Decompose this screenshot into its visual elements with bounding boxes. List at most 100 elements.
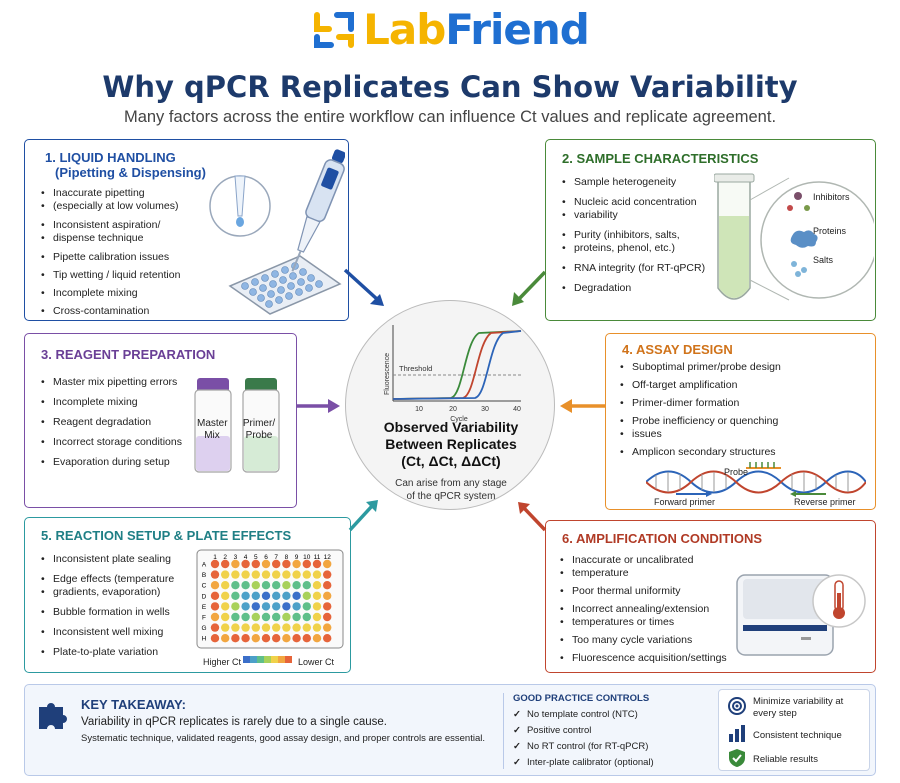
control-label: No template control (NTC) <box>526 709 638 720</box>
list-item: variability <box>562 209 722 222</box>
plate-well <box>302 612 311 622</box>
plate-well <box>282 581 291 590</box>
plate-well <box>282 602 291 611</box>
list-item: Pipette calibration issues <box>41 251 211 264</box>
plate-well <box>210 591 220 600</box>
logo-friend: Friend <box>445 4 590 54</box>
plate-well <box>312 612 322 622</box>
row-label: B <box>202 572 206 579</box>
list-item: Reagent degradation <box>41 416 201 429</box>
plate-well <box>210 634 220 643</box>
callout-proteins: Proteins <box>813 226 847 236</box>
list-item: Evaporation during setup <box>41 456 201 469</box>
plate-well <box>312 559 322 569</box>
plate-well <box>221 591 230 600</box>
check-icon: ✓ <box>513 741 521 752</box>
list-item: Incomplete mixing <box>41 396 201 409</box>
bar-chart-icon <box>729 725 745 742</box>
benefits-box: Minimize variability at every step Consi… <box>718 689 870 771</box>
plate-well <box>231 602 240 611</box>
plate-well <box>282 591 291 600</box>
arise-line-1: Can arise from any stage <box>395 478 507 489</box>
page-subtitle: Many factors across the entire workflow … <box>123 108 777 126</box>
plate-well <box>261 602 271 611</box>
benefit-label: Reliable results <box>753 754 818 765</box>
dna-primer-illustration <box>646 462 866 497</box>
x-tick: 20 <box>449 406 457 413</box>
plate-well <box>282 634 291 643</box>
list-item: Incorrect storage conditions <box>41 436 201 449</box>
plate-well <box>261 634 271 643</box>
y-axis-label: Fluorescence <box>384 353 391 395</box>
plate-well <box>210 581 220 590</box>
list-item: Inconsistent aspiration/ <box>41 219 211 232</box>
shield-check-icon <box>729 749 745 767</box>
plate-well <box>241 559 250 569</box>
plate-well <box>221 623 230 632</box>
target-icon <box>728 697 746 715</box>
plate-well <box>231 634 240 643</box>
list-item: proteins, phenol, etc.) <box>562 242 722 255</box>
list-item: Degradation <box>562 282 722 295</box>
list-item: gradients, evaporation) <box>41 586 191 599</box>
row-label: D <box>202 593 207 600</box>
list-item: Inaccurate or uncalibrated <box>560 554 730 567</box>
check-icon: ✓ <box>513 725 521 736</box>
panel-assay-design: 4. ASSAY DESIGN Suboptimal primer/probe … <box>605 333 876 510</box>
plate-well <box>261 623 271 632</box>
plate-well <box>261 570 271 579</box>
plate-well <box>312 570 322 579</box>
arise-line-2: of the qPCR system <box>406 491 496 502</box>
legend-swatch <box>257 656 264 663</box>
plate-well <box>302 602 311 611</box>
plate-well <box>302 559 311 569</box>
list-item: Cross-contamination <box>41 305 211 318</box>
plate-well <box>302 591 311 600</box>
plate-well <box>241 612 250 622</box>
panel-title: 2. SAMPLE CHARACTERISTICS <box>562 151 759 166</box>
plate-well <box>241 634 250 643</box>
panel-reaction-setup: 5. REACTION SETUP & PLATE EFFECTS Incons… <box>24 517 351 673</box>
plate-well <box>323 570 332 579</box>
control-label: No RT control (for RT-qPCR) <box>526 741 649 752</box>
list-item: RNA integrity (for RT-qPCR) <box>562 262 722 275</box>
column-label: 7 <box>274 554 278 561</box>
plate-well <box>292 634 301 643</box>
plate-well <box>282 612 291 622</box>
list-item: Fluorescence acquisition/settings <box>560 652 730 665</box>
list-item: Too many cycle variations <box>560 634 730 647</box>
list-item: temperature <box>560 567 730 580</box>
plate-well <box>241 570 250 579</box>
plate-well <box>210 570 220 579</box>
list-item: Inaccurate pipetting <box>41 187 211 200</box>
legend-swatch <box>278 656 285 663</box>
column-label: 3 <box>234 554 238 561</box>
control-label: Positive control <box>526 725 592 736</box>
plate-well <box>302 581 311 590</box>
item-list: Inaccurate pipetting (especially at low … <box>41 187 211 323</box>
plate-well <box>251 559 260 569</box>
column-label: 8 <box>285 554 289 561</box>
list-item: Sample heterogeneity <box>562 176 722 189</box>
plate-well <box>272 570 281 579</box>
logo-icon <box>314 12 355 48</box>
plate-well <box>302 634 311 643</box>
thermocycler-illustration <box>736 574 866 656</box>
plate-well <box>261 581 271 590</box>
x-tick: 40 <box>513 406 521 413</box>
center-summary: Fluorescence Threshold 10 20 30 40 Cycle… <box>345 300 555 510</box>
plate-well <box>241 623 250 632</box>
plate-well <box>231 623 240 632</box>
list-item: Poor thermal uniformity <box>560 585 730 598</box>
plate-well <box>292 591 301 600</box>
row-label: A <box>202 562 207 569</box>
plate-well <box>272 623 281 632</box>
plate-well <box>210 559 220 569</box>
list-item: Off-target amplification <box>620 379 870 392</box>
plate-well <box>221 634 230 643</box>
check-icon: ✓ <box>513 757 521 768</box>
column-label: 5 <box>254 554 258 561</box>
legend-higher-ct: Higher Ct <box>203 657 242 667</box>
controls-title: GOOD PRACTICE CONTROLS <box>513 693 650 704</box>
list-item: Nucleic acid concentration <box>562 196 722 209</box>
